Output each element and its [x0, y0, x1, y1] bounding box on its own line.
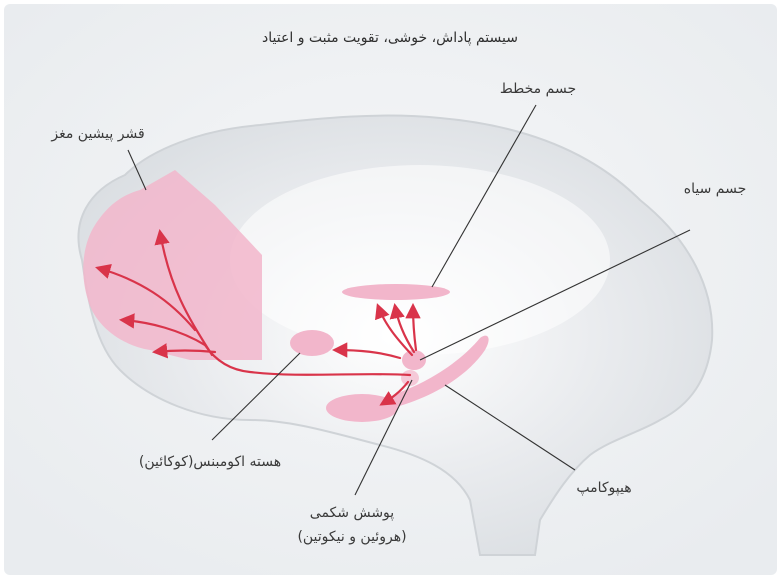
label-vta-line1: پوشش شکمی [310, 505, 394, 521]
label-substantia-nigra: جسم سیاه [684, 181, 746, 197]
label-hippocampus: هیپوکامپ [576, 480, 631, 496]
label-nucleus-accumbens: هسته اکومبنس(کوکائین) [139, 454, 281, 470]
striatum-region [342, 284, 450, 300]
diagram-title: سیستم پاداش، خوشی، تقویت مثبت و اعتیاد [262, 30, 518, 46]
label-vta-line2: (هروئین و نیکوتین) [297, 529, 406, 545]
brain-inner-glow [230, 165, 610, 355]
nucleus-accumbens-region [290, 330, 334, 356]
label-striatum: جسم مخطط [500, 81, 576, 97]
label-prefrontal-cortex: قشر پیشین مغز [50, 126, 144, 142]
